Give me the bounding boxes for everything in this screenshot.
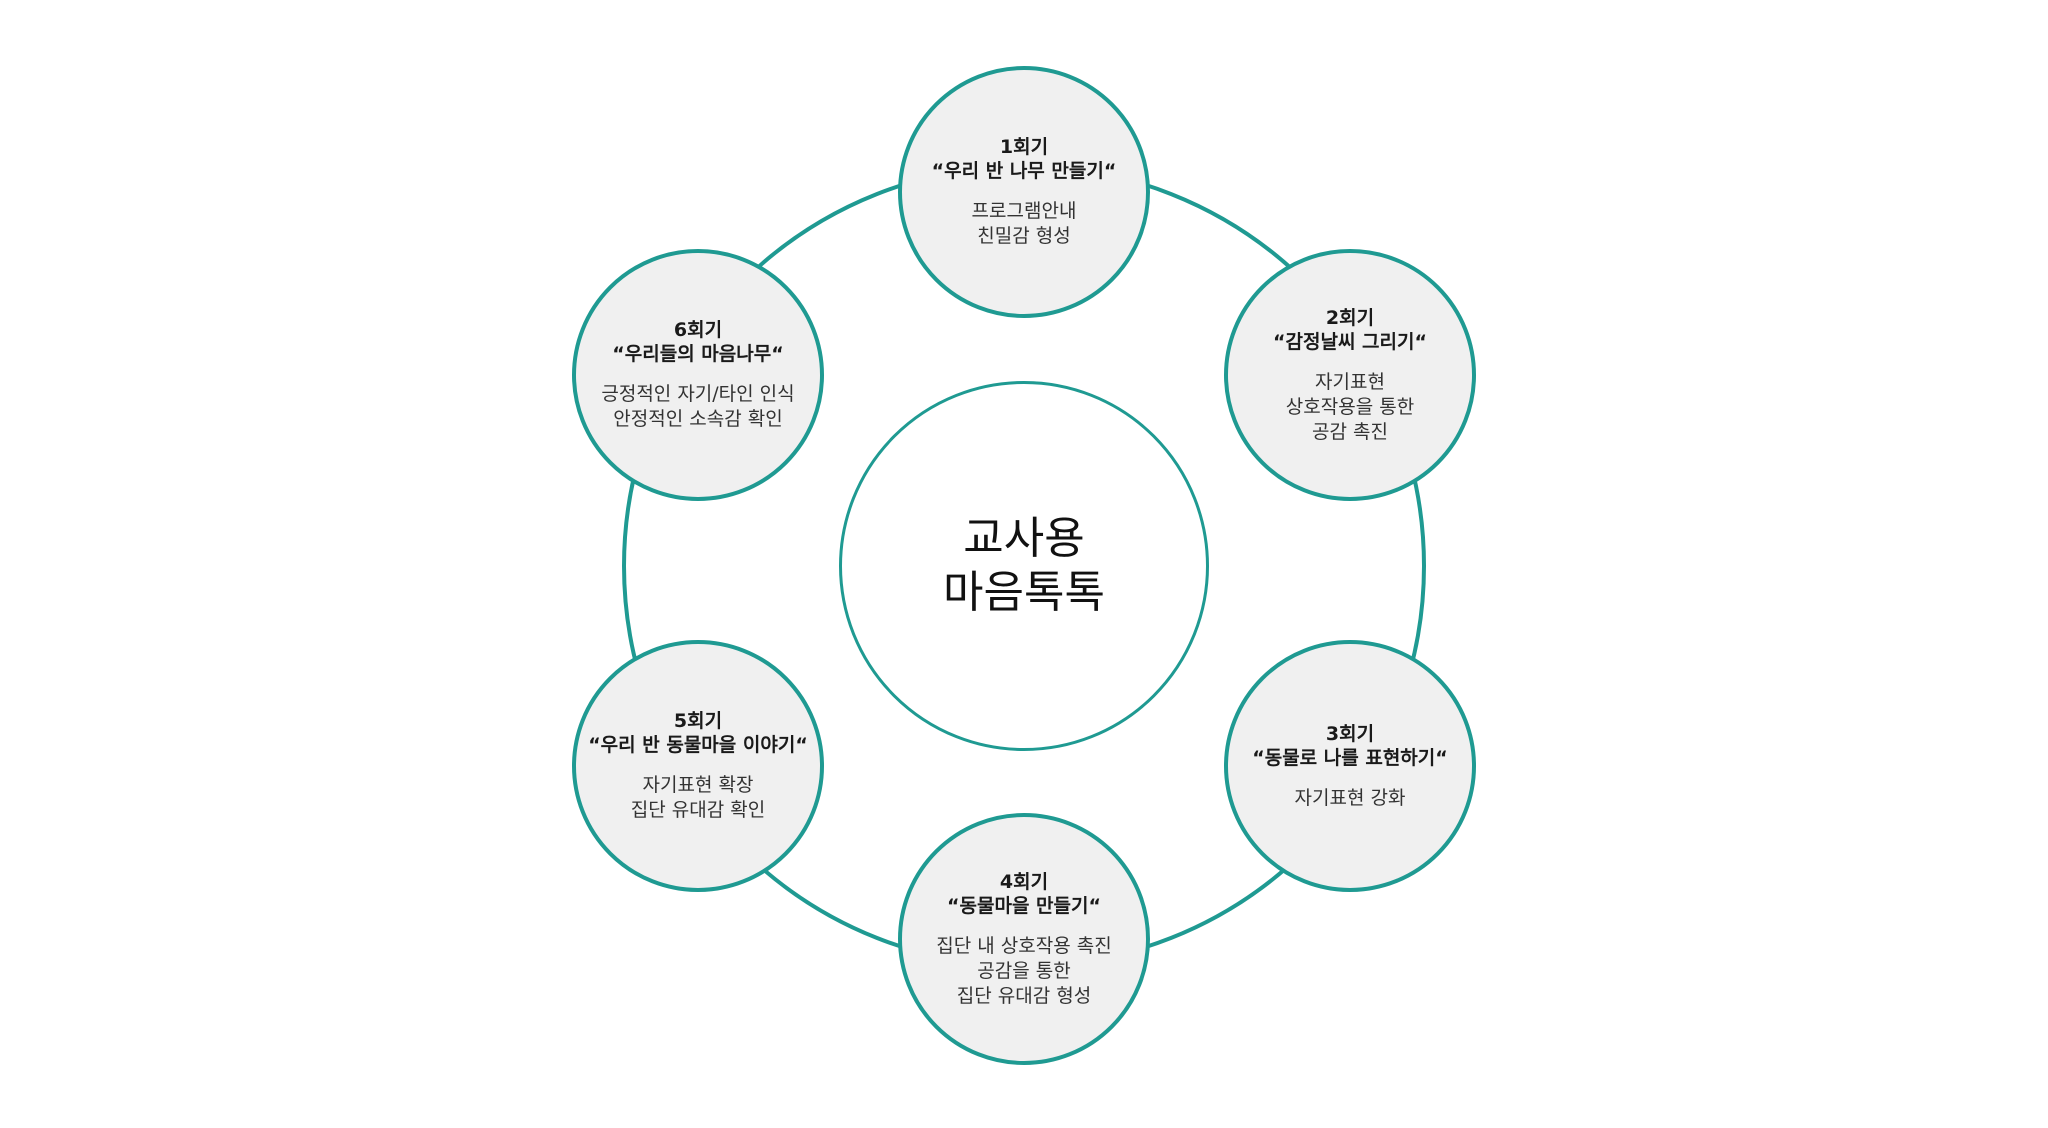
session-number: 5회기 <box>673 710 723 732</box>
session-description: 긍정적인 자기/타인 인식 안정적인 소속감 확인 <box>601 382 794 432</box>
session-description: 자기표현 상호작용을 통한 공감 촉진 <box>1286 370 1414 445</box>
session-title: “동물마을 만들기“ <box>947 894 1101 917</box>
session-3-circle: 3회기 “동물로 나를 표현하기“ 자기표현 강화 <box>1224 640 1476 892</box>
session-title: “동물로 나를 표현하기“ <box>1252 746 1448 769</box>
description-line: 자기표현 확장 <box>642 774 754 796</box>
description-line: 상호작용을 통한 <box>1285 395 1415 418</box>
description-line: 긍정적인 자기/타인 인식 <box>601 383 795 405</box>
session-number: 6회기 <box>673 319 723 341</box>
center-title-line-1: 교사용 <box>963 513 1085 564</box>
session-description: 집단 내 상호작용 촉진 공감을 통한 집단 유대감 형성 <box>936 934 1111 1009</box>
description-line: 공감을 통한 <box>977 959 1071 982</box>
session-2-circle: 2회기 “감정날씨 그리기“ 자기표현 상호작용을 통한 공감 촉진 <box>1224 249 1476 501</box>
session-description: 자기표현 강화 <box>1295 786 1406 811</box>
description-line: 집단 내 상호작용 촉진 <box>936 934 1112 957</box>
description-line: 친밀감 형성 <box>977 225 1071 247</box>
description-line: 자기표현 <box>1315 370 1385 393</box>
description-line: 프로그램안내 <box>971 200 1077 222</box>
center-circle: 교사용 마음톡톡 <box>839 381 1209 751</box>
description-line: 공감 촉진 <box>1312 420 1388 443</box>
session-number: 4회기 <box>999 870 1049 893</box>
session-6-circle: 6회기 “우리들의 마음나무“ 긍정적인 자기/타인 인식 안정적인 소속감 확… <box>572 249 824 501</box>
description-line: 집단 유대감 형성 <box>956 984 1092 1007</box>
session-number: 1회기 <box>999 136 1049 158</box>
session-description: 프로그램안내 친밀감 형성 <box>972 199 1077 249</box>
session-1-circle: 1회기 “우리 반 나무 만들기“ 프로그램안내 친밀감 형성 <box>898 66 1150 318</box>
session-5-circle: 5회기 “우리 반 동물마을 이야기“ 자기표현 확장 집단 유대감 확인 <box>572 640 824 892</box>
session-description: 자기표현 확장 집단 유대감 확인 <box>631 773 765 823</box>
center-title-line-2: 마음톡톡 <box>943 567 1105 618</box>
center-title: 교사용 마음톡톡 <box>943 512 1105 620</box>
session-title: “우리 반 동물마을 이야기“ <box>588 734 808 756</box>
session-number: 3회기 <box>1325 722 1375 745</box>
session-title: “감정날씨 그리기“ <box>1273 330 1427 353</box>
description-line: 자기표현 강화 <box>1294 786 1406 809</box>
description-line: 안정적인 소속감 확인 <box>613 408 783 430</box>
description-line: 집단 유대감 확인 <box>630 799 766 821</box>
session-title: “우리 반 나무 만들기“ <box>931 160 1117 182</box>
session-number: 2회기 <box>1325 306 1375 329</box>
session-title: “우리들의 마음나무“ <box>612 343 784 365</box>
session-4-circle: 4회기 “동물마을 만들기“ 집단 내 상호작용 촉진 공감을 통한 집단 유대… <box>898 813 1150 1065</box>
